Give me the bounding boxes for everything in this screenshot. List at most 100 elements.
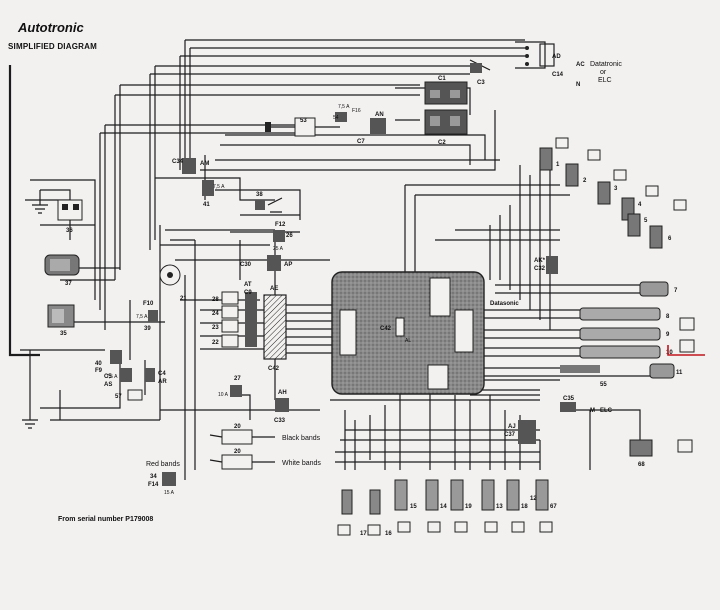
component-26-label: 26 <box>286 233 293 239</box>
f9-label: F9 <box>95 368 103 374</box>
ac-label: AC <box>576 62 585 68</box>
f12-label: F12 <box>275 222 286 228</box>
red-correction-mark <box>667 345 705 356</box>
c32-label: C32 <box>534 266 546 272</box>
ak-label: AK* <box>534 258 546 264</box>
component-55-label: 55 <box>600 382 607 388</box>
fuse-27-rating: 10 A <box>218 392 229 398</box>
c35-connector <box>560 402 576 412</box>
datatronic-label: Datatronic <box>590 61 622 68</box>
sensor-10-icon <box>679 339 695 353</box>
c4-label: C4 <box>158 371 166 377</box>
f12-group <box>267 230 285 271</box>
bottom-solenoids <box>337 479 553 536</box>
fuse-39-rating: 7,5 A <box>136 314 148 320</box>
serial-note: From serial number P179008 <box>58 516 154 523</box>
diagram-title: Autotronic <box>18 20 84 35</box>
c42-ecu-label: C42 <box>380 326 392 332</box>
battery-36 <box>32 190 83 221</box>
fuse-group-left <box>110 310 158 401</box>
sensor-11-label: 11 <box>676 370 683 376</box>
c9-label: C9 <box>244 290 252 296</box>
an-label: AN <box>375 112 384 118</box>
sensor-9-icon <box>679 317 695 331</box>
solenoid-67-label: 67 <box>550 504 557 510</box>
m-label: M <box>590 408 595 414</box>
solenoid-35 <box>47 304 75 328</box>
ah-label: AH <box>278 390 287 396</box>
fuse-f14 <box>162 472 176 486</box>
f16-label: F16 <box>352 108 361 114</box>
fuse-14-rating: 15 A <box>164 490 175 496</box>
f14-label: F14 <box>148 482 159 488</box>
c34-group <box>182 158 214 196</box>
c37-label: C37 <box>504 432 516 438</box>
sensors-7-11 <box>560 281 675 379</box>
switch-38 <box>255 197 283 213</box>
solenoid-19-label: 19 <box>465 504 472 510</box>
solenoid-18-label: 18 <box>521 504 528 510</box>
rotary-21 <box>159 264 181 286</box>
component-21-label: 21 <box>180 296 187 302</box>
sensor-10-label: 10 <box>666 350 673 356</box>
c3-label: C3 <box>477 80 485 86</box>
red-bands-label: Red bands <box>146 461 180 468</box>
c1-c2-blocks <box>424 81 468 135</box>
component-27-label: 27 <box>234 376 241 382</box>
solenoid-12-label: 12 <box>530 496 537 502</box>
component-53-label: 53 <box>300 118 307 124</box>
component-53-group <box>265 112 386 137</box>
al-label: AL <box>405 338 411 344</box>
ae-label: AE <box>270 286 278 292</box>
aj-label: AJ <box>508 424 516 430</box>
component-68 <box>629 439 693 457</box>
sensor-5-label: 5 <box>644 218 648 224</box>
c7-label: C7 <box>357 139 365 145</box>
c33-label: C33 <box>274 418 286 424</box>
white-bands-label: White bands <box>282 460 321 467</box>
am-label: AM <box>200 161 209 167</box>
ecu-block <box>331 271 485 395</box>
component-24-label: 24 <box>212 311 219 317</box>
sensors-1-6 <box>539 137 687 249</box>
diagram-subtitle: SIMPLIFIED DIAGRAM <box>8 42 97 51</box>
component-68-label: 68 <box>638 462 645 468</box>
c33-connector <box>275 398 289 412</box>
motor-37 <box>44 254 80 276</box>
at-label: AT <box>244 282 252 288</box>
component-39-label: 39 <box>144 326 151 332</box>
c2-label: C2 <box>438 140 446 146</box>
solenoid-14-label: 14 <box>440 504 447 510</box>
component-36-label: 36 <box>66 228 73 234</box>
c30-label: C30 <box>240 262 252 268</box>
solenoid-16-label: 16 <box>385 531 392 537</box>
component-54-label: 54 <box>333 115 339 121</box>
c5-label: C5 <box>104 374 112 380</box>
as-label: AS <box>104 382 112 388</box>
solenoid-15-label: 15 <box>410 504 417 510</box>
fuse-26-rating: 25 A <box>273 246 284 252</box>
elc-dest-label: ELC <box>598 77 612 84</box>
fuse-41-rating: 7,5 A <box>213 184 225 190</box>
c35-label: C35 <box>563 396 575 402</box>
n-label: N <box>576 82 580 88</box>
sensor-4-label: 4 <box>638 202 642 208</box>
component-57-label: 57 <box>115 394 122 400</box>
component-40-label: 40 <box>95 361 102 367</box>
component-22-label: 22 <box>212 340 219 346</box>
switch-20a-label: 20 <box>234 424 241 430</box>
switches-20 <box>209 429 275 470</box>
component-37-label: 37 <box>65 281 72 287</box>
fuse-54-rating: 7,5 A <box>338 104 350 110</box>
datatronic-plug <box>469 41 555 73</box>
datasonic-label: Datasonic <box>490 301 519 307</box>
c42-connector <box>263 294 287 360</box>
c37-connector <box>518 420 536 444</box>
ap-label: AP <box>284 262 292 268</box>
switch-20b-label: 20 <box>234 449 241 455</box>
ar-label: AR <box>158 379 167 385</box>
solenoid-17-label: 17 <box>360 531 367 537</box>
solenoid-13-label: 13 <box>496 504 503 510</box>
c32-connector <box>546 256 558 274</box>
